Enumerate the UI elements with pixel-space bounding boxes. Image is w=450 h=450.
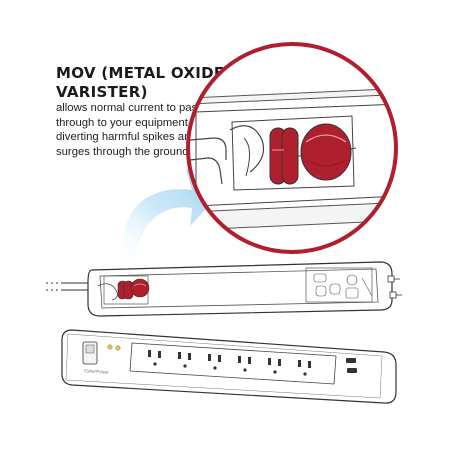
indicator-light <box>107 344 113 350</box>
outlet <box>178 352 191 368</box>
open-power-strip <box>46 261 402 317</box>
outlet <box>208 354 221 370</box>
callout-arrow <box>120 168 218 262</box>
mov-title: MOV (METAL OXIDE VARISTER) <box>56 64 225 101</box>
indicator-light <box>115 345 121 351</box>
outlet <box>238 356 251 372</box>
outlet <box>298 360 311 376</box>
mov-component <box>269 123 357 185</box>
mov-component-small <box>117 278 150 300</box>
outlet <box>148 350 161 366</box>
outlet <box>268 358 281 374</box>
mov-description: allows normal current to pass through to… <box>56 102 220 158</box>
magnified-view <box>187 43 397 253</box>
brand-label: CyberPower <box>84 368 110 375</box>
magnifier-ring <box>186 42 398 254</box>
usb-ports <box>346 358 357 373</box>
closed-power-strip: CyberPower <box>61 329 397 404</box>
